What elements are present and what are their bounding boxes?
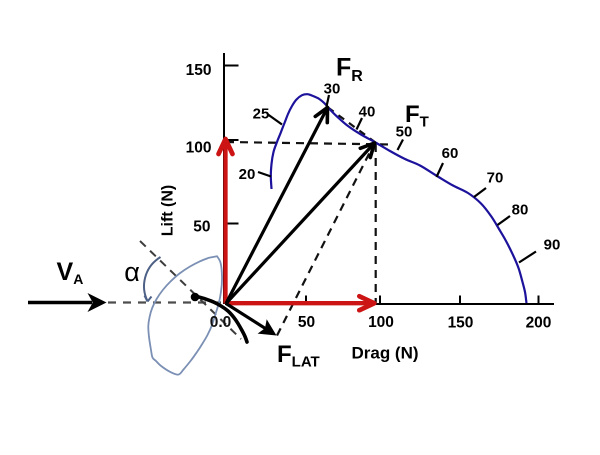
svg-text:40: 40 [359,104,376,121]
svg-text:α: α [124,257,140,287]
svg-text:30: 30 [324,81,341,98]
svg-text:25: 25 [253,106,270,123]
svg-text:Lift (N): Lift (N) [160,185,177,237]
svg-text:50: 50 [396,124,413,141]
svg-text:100: 100 [368,314,394,331]
svg-text:50: 50 [193,219,210,236]
svg-text:200: 200 [526,315,552,332]
svg-text:100: 100 [186,140,212,157]
svg-text:60: 60 [442,145,459,162]
svg-text:50: 50 [298,314,315,331]
svg-text:150: 150 [186,62,212,79]
svg-text:FR: FR [336,54,363,86]
svg-text:70: 70 [487,170,504,187]
svg-text:Drag (N): Drag (N) [351,344,418,363]
svg-text:150: 150 [448,315,474,332]
svg-text:0.0: 0.0 [210,314,232,331]
svg-text:90: 90 [544,237,561,254]
svg-text:80: 80 [512,202,529,219]
svg-text:20: 20 [239,166,256,183]
